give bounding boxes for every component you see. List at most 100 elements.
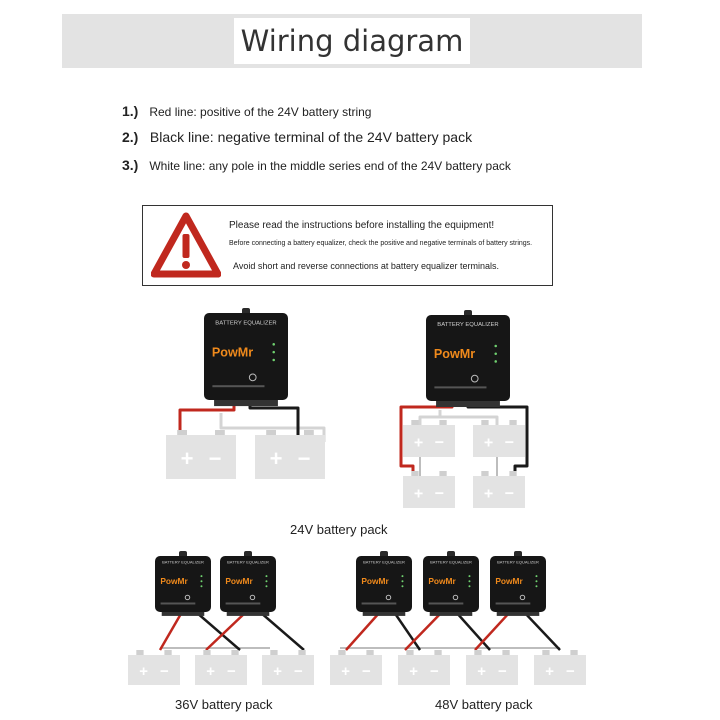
- warning-icon: [151, 212, 221, 278]
- battery: +−: [128, 650, 180, 685]
- terminal-strip: [436, 401, 500, 408]
- battery-minus: −: [498, 663, 507, 680]
- battery-terminal: [304, 430, 314, 436]
- title-box: [234, 18, 470, 64]
- battery-body: [128, 655, 180, 685]
- device-text-strip: [212, 385, 265, 388]
- battery-terminal: [474, 650, 482, 656]
- device-label: BATTERY EQUALIZER: [227, 559, 269, 564]
- status-led: [468, 575, 471, 578]
- wire: [195, 611, 241, 651]
- battery-body: [473, 425, 525, 457]
- battery-terminal: [136, 650, 144, 656]
- battery-terminal: [231, 650, 239, 656]
- battery-plus: +: [545, 663, 554, 680]
- battery-terminal: [215, 430, 225, 436]
- battery-plus: +: [477, 663, 486, 680]
- status-led: [535, 580, 538, 583]
- battery-minus: −: [227, 663, 236, 680]
- status-led: [265, 580, 268, 583]
- device-brand: PowMr: [361, 576, 389, 586]
- wire: [523, 611, 561, 651]
- wire: [404, 611, 443, 651]
- battery-body: [255, 435, 325, 479]
- status-led: [200, 575, 203, 578]
- terminal-strip: [226, 612, 270, 616]
- reset-button: [452, 594, 459, 601]
- battery-equalizer: BATTERY EQUALIZER PowMr: [220, 551, 276, 616]
- wire: [455, 611, 491, 651]
- terminal-strip: [362, 612, 406, 616]
- battery: +−: [166, 430, 236, 479]
- warning-detail: Before connecting a battery equalizer, c…: [229, 240, 533, 247]
- battery: +−: [473, 471, 525, 508]
- status-led: [200, 580, 203, 583]
- battery-terminal: [270, 650, 278, 656]
- caption-36v: 36V battery pack: [175, 697, 273, 712]
- wire: [158, 611, 184, 651]
- battery-minus: −: [435, 434, 444, 451]
- status-led: [494, 352, 497, 355]
- battery-terminal: [411, 420, 419, 426]
- battery-terminal: [406, 650, 414, 656]
- reset-button: [519, 594, 526, 601]
- battery-terminal: [439, 471, 447, 477]
- wire: [474, 611, 511, 651]
- device-label: BATTERY EQUALIZER: [162, 559, 204, 564]
- legend-red-line: 1.) Red line: positive of the 24V batter…: [122, 103, 371, 119]
- legend-text: Red line: positive of the 24V battery st…: [149, 105, 372, 119]
- battery-minus: −: [209, 446, 222, 471]
- status-led: [401, 580, 404, 583]
- reset-button: [470, 374, 479, 383]
- battery-terminal: [298, 650, 306, 656]
- device-label: BATTERY EQUALIZER: [430, 559, 472, 564]
- battery: +−: [534, 650, 586, 685]
- battery-terminal: [502, 650, 510, 656]
- battery: +−: [262, 650, 314, 685]
- battery: +−: [403, 420, 455, 457]
- battery-terminal: [434, 650, 442, 656]
- status-led: [494, 344, 497, 348]
- device-body: [426, 315, 510, 401]
- battery-plus: +: [341, 663, 350, 680]
- legend-text: Black line: negative terminal of the 24V…: [149, 129, 473, 145]
- caption-24v: 24V battery pack: [290, 522, 388, 537]
- battery-terminal: [338, 650, 346, 656]
- battery: +−: [403, 471, 455, 508]
- status-led: [200, 585, 203, 588]
- device-brand: PowMr: [225, 576, 253, 586]
- battery-terminal: [439, 420, 447, 426]
- battery-plus: +: [484, 434, 493, 451]
- status-led: [272, 350, 275, 354]
- device-body: [155, 556, 211, 612]
- battery-minus: −: [362, 663, 371, 680]
- battery-terminal: [542, 650, 550, 656]
- battery: +−: [398, 650, 450, 685]
- wire: [392, 611, 422, 651]
- wire: [345, 611, 381, 651]
- battery-body: [473, 476, 525, 508]
- battery-minus: −: [505, 434, 514, 451]
- warning-title: Please read the instructions before inst…: [229, 220, 495, 231]
- battery-terminal: [411, 471, 419, 477]
- battery-body: [403, 476, 455, 508]
- device-body: [423, 556, 479, 612]
- reset-button: [249, 594, 256, 601]
- terminal-strip: [496, 612, 540, 616]
- battery-plus: +: [414, 434, 423, 451]
- battery-minus: −: [566, 663, 575, 680]
- battery-terminal: [481, 420, 489, 426]
- battery-body: [262, 655, 314, 685]
- battery-body: [166, 435, 236, 479]
- battery-terminal: [509, 420, 517, 426]
- legend-text: White line: any pole in the middle serie…: [149, 159, 511, 173]
- battery-minus: −: [294, 663, 303, 680]
- battery-minus: −: [160, 663, 169, 680]
